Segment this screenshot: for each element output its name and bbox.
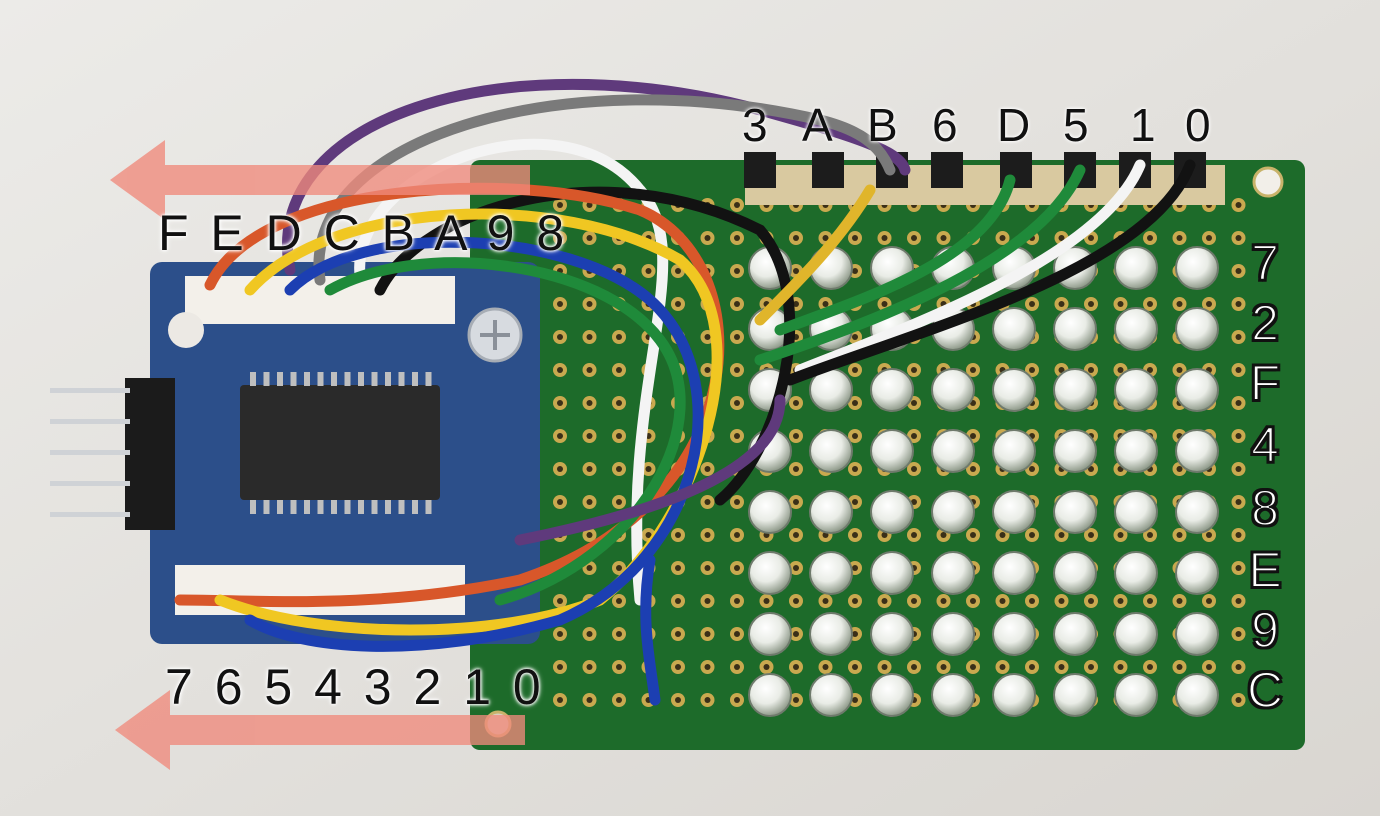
header-pin [50,450,130,455]
header-socket [744,152,776,188]
chip-u1 [240,385,440,500]
led [992,551,1036,595]
row-label-3: F [1249,355,1282,411]
arrow-top-left [110,140,530,220]
led [992,307,1036,351]
led [809,612,853,656]
led [1175,490,1219,534]
column-label-4: 6 [932,99,958,151]
led [1114,429,1158,473]
header-pin [50,419,130,424]
row-label-6: E [1247,542,1282,598]
led [1175,612,1219,656]
pin-header-left [125,378,175,530]
led [870,551,914,595]
led [1053,673,1097,717]
led [1175,246,1219,290]
led [1114,307,1158,351]
mount-hole-top-right [1252,166,1284,198]
led [1053,307,1097,351]
row-label-2: 2 [1250,295,1280,351]
column-label-8: 0 [1185,99,1211,151]
led [1053,612,1097,656]
led [1114,368,1158,412]
led [1114,673,1158,717]
led [870,673,914,717]
led [1175,429,1219,473]
led [809,490,853,534]
led [809,551,853,595]
led [809,673,853,717]
top-header-strip [744,152,1225,205]
row-label-4: 4 [1250,417,1280,473]
top-left-label-sequence: F E D C B A 9 8 [158,205,569,261]
arrows [110,140,530,770]
led [870,490,914,534]
driver-module [50,262,540,644]
led [1175,673,1219,717]
led [992,612,1036,656]
led [1175,551,1219,595]
header-pin [50,388,130,393]
column-label-6: 5 [1063,99,1089,151]
row-label-1: 7 [1250,235,1280,291]
led [1175,368,1219,412]
led [870,429,914,473]
led [992,429,1036,473]
column-label-3: B [867,99,898,151]
header-pin [50,481,130,486]
led [992,368,1036,412]
column-label-2: A [802,99,833,151]
module-hole-left [168,312,204,348]
led-matrix [748,246,1219,717]
led [1053,551,1097,595]
led [1114,551,1158,595]
led [748,673,792,717]
header-pin [50,512,130,517]
led [809,429,853,473]
led [931,429,975,473]
led [870,612,914,656]
header-socket [931,152,963,188]
led [748,551,792,595]
led [992,490,1036,534]
led [1053,368,1097,412]
column-label-1: 3 [742,99,768,151]
led [992,673,1036,717]
led [931,368,975,412]
led [931,673,975,717]
column-label-5: D [997,99,1031,151]
led [1053,429,1097,473]
led [748,612,792,656]
header-socket [812,152,844,188]
led [1175,307,1219,351]
bottom-left-label-sequence: 7 6 5 4 3 2 1 0 [165,659,545,715]
led [1114,246,1158,290]
arrow-bottom-left [115,690,525,770]
led [1114,490,1158,534]
led [931,612,975,656]
led [748,490,792,534]
row-label-7: 9 [1250,602,1280,658]
led [870,368,914,412]
led [931,551,975,595]
row-label-8: C [1246,662,1284,718]
led [1053,490,1097,534]
column-label-7: 1 [1130,99,1156,151]
led [1114,612,1158,656]
row-label-5: 8 [1250,480,1280,536]
led [931,490,975,534]
